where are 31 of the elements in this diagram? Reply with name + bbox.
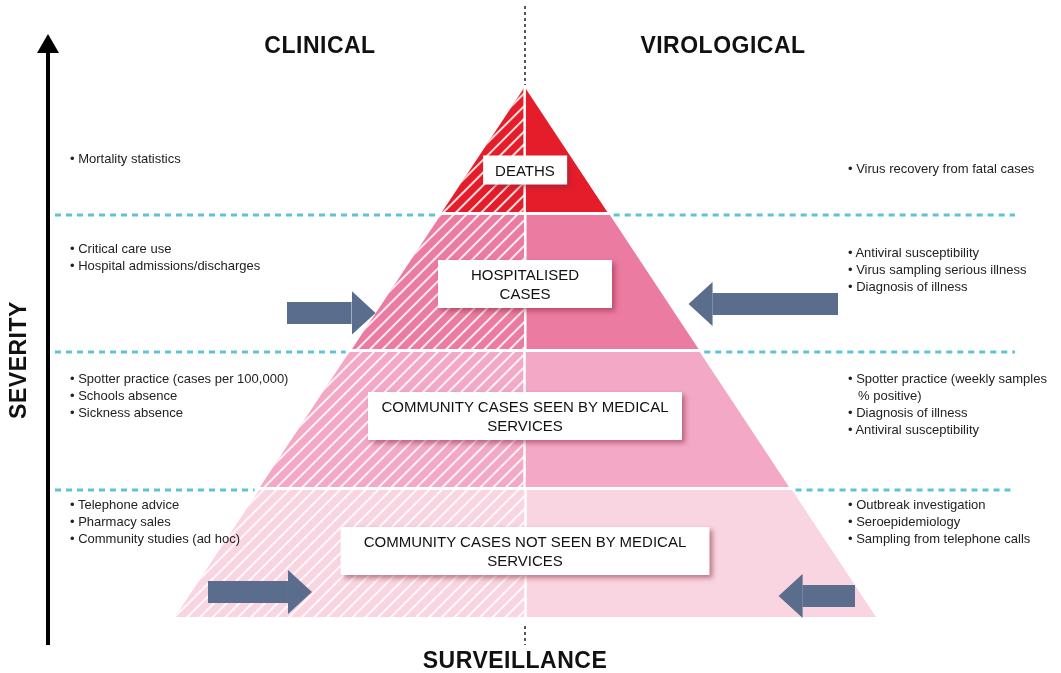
bullet-item: • Antiviral susceptibility — [848, 421, 980, 438]
block-arrow — [778, 573, 855, 618]
tier-label: HOSPITALISED CASES — [438, 260, 612, 308]
bullet-item: • Community studies (ad hoc) — [70, 530, 241, 547]
bullet-item: • Schools absence — [70, 387, 179, 404]
block-arrow — [287, 290, 376, 335]
bullet-item: • Diagnosis of illness — [848, 278, 969, 295]
tier-label: COMMUNITY CASES NOT SEEN BY MEDICAL SERVICES — [340, 527, 710, 575]
block-arrow — [208, 570, 312, 615]
block-arrow — [688, 282, 838, 327]
column-heading: CLINICAL — [264, 31, 376, 59]
bullet-item: • Sampling from telephone calls — [848, 530, 1032, 547]
bullet-item: • Telephone advice — [70, 496, 181, 513]
bullet-item: • Virus recovery from fatal cases — [848, 160, 1036, 177]
bullet-item: • Antiviral susceptibility — [848, 244, 980, 261]
tier-label: COMMUNITY CASES SEEN BY MEDICAL SERVICES — [368, 392, 682, 440]
bullet-item: • Pharmacy sales — [70, 513, 172, 530]
column-heading: SURVEILLANCE — [422, 646, 608, 673]
column-heading: VIROLOGICAL — [640, 31, 806, 59]
bullet-item: • Mortality statistics — [70, 150, 182, 167]
bullet-item: • Spotter practice (cases per 100,000) — [70, 370, 290, 387]
bullet-item: • Hospital admissions/discharges — [70, 257, 262, 274]
tier-label: DEATHS — [483, 155, 567, 185]
bullet-item: • Outbreak investigation — [848, 496, 987, 513]
bullet-item: • Virus sampling serious illness — [848, 261, 1028, 278]
bullet-item: • Sickness absence — [70, 404, 184, 421]
bullet-item: • Seroepidemiology — [848, 513, 962, 530]
bullet-item: • Critical care use — [70, 240, 173, 257]
axis-label: SEVERITY — [4, 301, 32, 419]
bullet-item: • Spotter practice (weekly samples % positive) — [848, 370, 1048, 404]
bullet-item: • Diagnosis of illness — [848, 404, 969, 421]
